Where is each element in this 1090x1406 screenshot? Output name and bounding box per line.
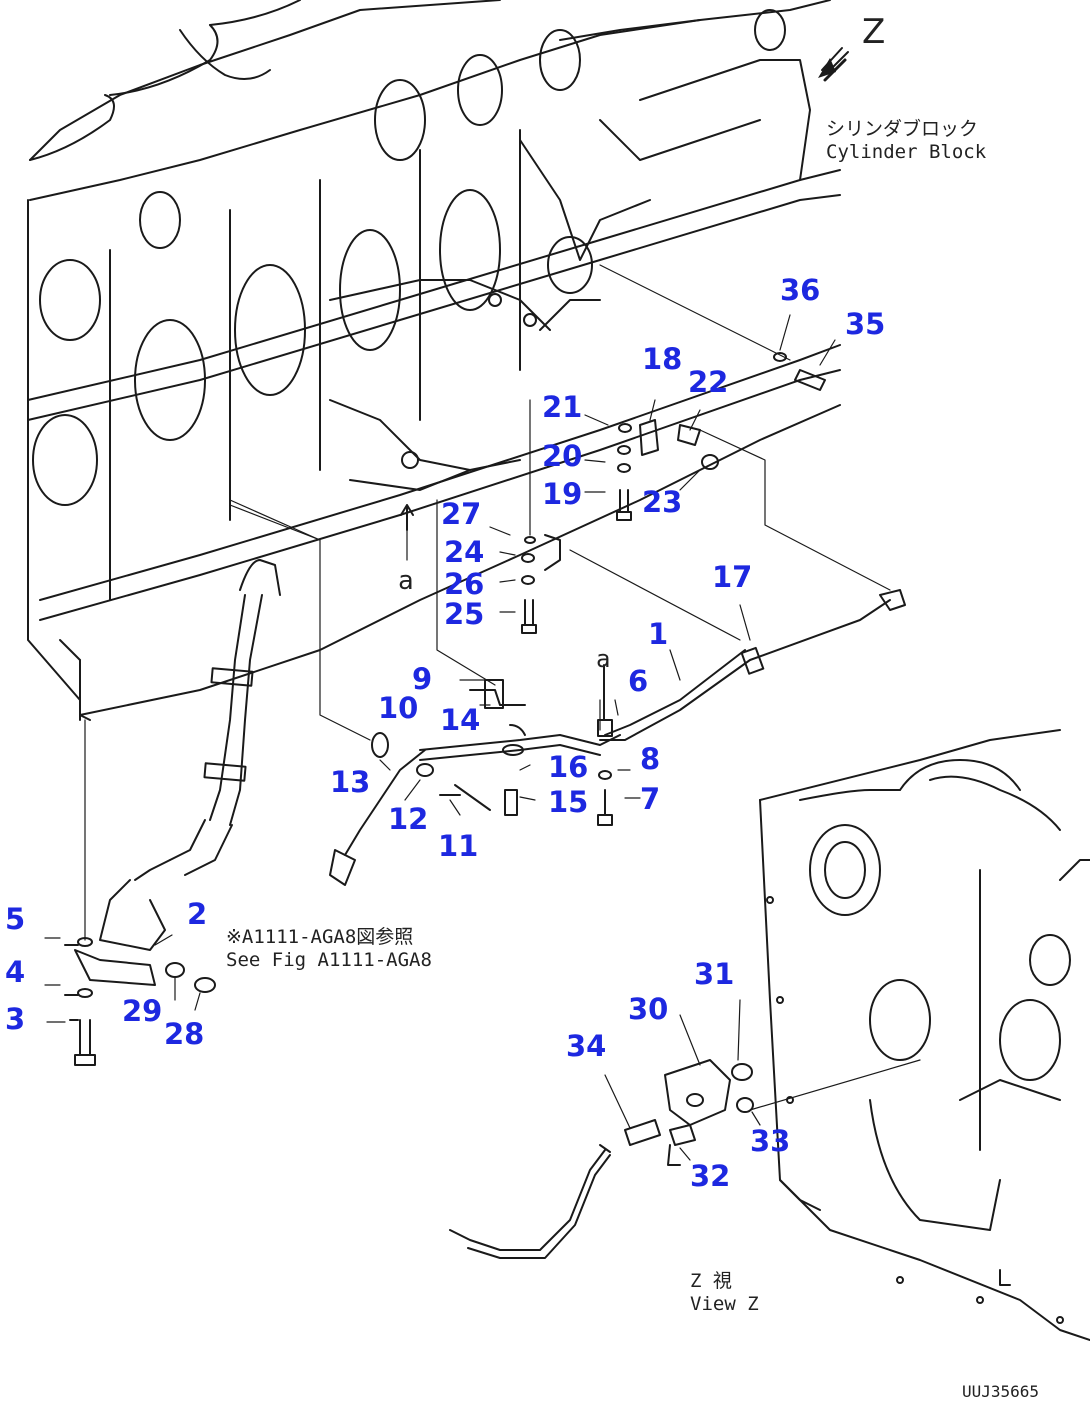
view-z-letter: Z bbox=[862, 12, 886, 52]
callout-18[interactable]: 18 bbox=[642, 342, 683, 376]
callout-11[interactable]: 11 bbox=[438, 829, 479, 863]
view-z-caption: Z 視 View Z bbox=[690, 1270, 759, 1316]
callout-12[interactable]: 12 bbox=[388, 802, 429, 836]
see-fig-note: ※A1111-AGA8図参照 See Fig A1111-AGA8 bbox=[226, 926, 432, 972]
view-z-caption-jp: Z 視 bbox=[690, 1270, 732, 1292]
callout-29[interactable]: 29 bbox=[122, 994, 163, 1028]
callout-3[interactable]: 3 bbox=[5, 1002, 26, 1036]
callout-2[interactable]: 2 bbox=[187, 897, 208, 931]
reference-a-lower: a bbox=[596, 645, 611, 673]
reference-a-upper: a bbox=[398, 566, 414, 596]
cylinder-block-label-en: Cylinder Block bbox=[826, 140, 987, 163]
pipe-assembly-drawing bbox=[64, 559, 281, 1066]
callout-ticks bbox=[44, 314, 836, 1161]
view-z-caption-en: View Z bbox=[690, 1292, 759, 1315]
callout-8[interactable]: 8 bbox=[640, 742, 661, 776]
callout-7[interactable]: 7 bbox=[640, 782, 661, 816]
callout-15[interactable]: 15 bbox=[548, 785, 589, 819]
callout-4[interactable]: 4 bbox=[5, 955, 26, 989]
callout-30[interactable]: 30 bbox=[628, 992, 669, 1026]
callout-26[interactable]: 26 bbox=[444, 567, 485, 601]
callout-25[interactable]: 25 bbox=[444, 597, 485, 631]
callout-17[interactable]: 17 bbox=[712, 560, 753, 594]
callout-9[interactable]: 9 bbox=[412, 662, 433, 696]
callout-28[interactable]: 28 bbox=[164, 1017, 205, 1051]
callout-5[interactable]: 5 bbox=[5, 902, 26, 936]
callout-23[interactable]: 23 bbox=[642, 485, 683, 519]
front-housing-drawing bbox=[759, 729, 1090, 1341]
leader-lines bbox=[84, 264, 921, 1111]
callout-20[interactable]: 20 bbox=[542, 439, 583, 473]
callout-36[interactable]: 36 bbox=[780, 273, 821, 307]
sensor-bracket-drawing bbox=[449, 1059, 754, 1259]
callout-35[interactable]: 35 bbox=[845, 307, 886, 341]
callout-34[interactable]: 34 bbox=[566, 1029, 607, 1063]
callout-13[interactable]: 13 bbox=[330, 765, 371, 799]
drawing-code: UUJ35665 bbox=[962, 1382, 1040, 1401]
callout-19[interactable]: 19 bbox=[542, 477, 583, 511]
see-fig-note-jp: ※A1111-AGA8図参照 bbox=[226, 926, 414, 948]
callout-22[interactable]: 22 bbox=[688, 365, 729, 399]
callout-31[interactable]: 31 bbox=[694, 957, 735, 991]
callout-16[interactable]: 16 bbox=[548, 750, 589, 784]
callout-24[interactable]: 24 bbox=[444, 535, 485, 569]
callout-10[interactable]: 10 bbox=[378, 691, 419, 725]
cylinder-block-label-jp: シリンダブロック bbox=[826, 118, 979, 140]
callout-27[interactable]: 27 bbox=[441, 497, 482, 531]
callout-6[interactable]: 6 bbox=[628, 664, 649, 698]
view-z-arrow bbox=[818, 47, 849, 82]
callout-14[interactable]: 14 bbox=[440, 703, 481, 737]
sensor-harness-drawing bbox=[329, 352, 906, 886]
callout-21[interactable]: 21 bbox=[542, 390, 583, 424]
callout-32[interactable]: 32 bbox=[690, 1159, 731, 1193]
cylinder-block-label: シリンダブロック Cylinder Block bbox=[826, 118, 986, 164]
cylinder-block-drawing bbox=[27, 0, 841, 721]
callout-33[interactable]: 33 bbox=[750, 1124, 791, 1158]
callout-1[interactable]: 1 bbox=[648, 617, 669, 651]
see-fig-note-en: See Fig A1111-AGA8 bbox=[226, 948, 432, 971]
